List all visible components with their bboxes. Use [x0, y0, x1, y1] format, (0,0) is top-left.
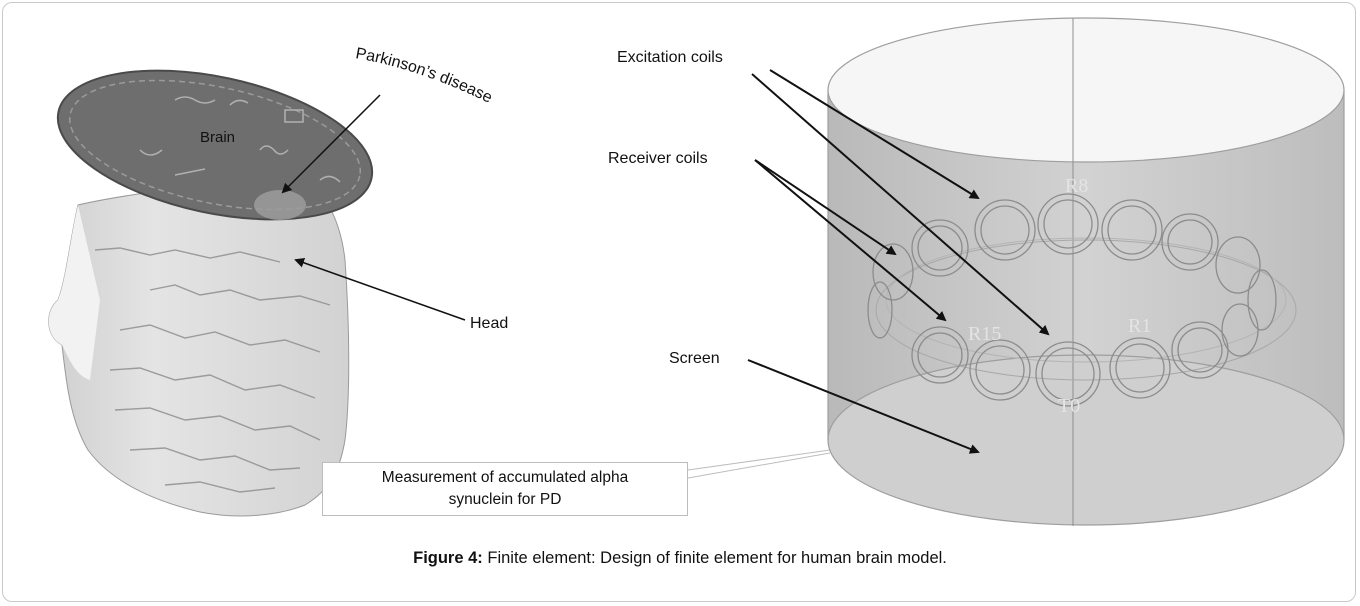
alpha-synuclein-callout: Measurement of accumulated alpha synucle… — [322, 462, 688, 516]
head-label: Head — [470, 315, 508, 332]
callout-connectors — [688, 450, 830, 478]
parkinsons-label-text: Parkinson’s disease — [354, 45, 495, 107]
brain-label: Brain — [200, 129, 235, 146]
callout-line-2: synuclein for PD — [323, 489, 687, 511]
caption-label: Figure 4: — [413, 549, 483, 567]
cylinder-top — [828, 18, 1344, 162]
coil-label-r8: R8 — [1065, 175, 1088, 197]
parkinsons-label: Parkinson’s disease — [354, 45, 495, 107]
callout-line-1: Measurement of accumulated alpha — [323, 467, 687, 489]
excitation-coils-label: Excitation coils — [617, 49, 723, 66]
head-model: Brain Head Parkinson’s disease — [44, 45, 535, 516]
coil-label-t0: T0 — [1058, 395, 1080, 417]
coil-model: R8 R15 R1 T0 Excitation coils Receiver c… — [608, 18, 1344, 526]
pd-lesion — [254, 190, 306, 220]
receiver-coils-label: Receiver coils — [608, 150, 708, 167]
screen-label: Screen — [669, 350, 720, 367]
coil-label-r1: R1 — [1128, 315, 1151, 337]
figure-caption: Figure 4: Finite element: Design of fini… — [0, 549, 1360, 568]
coil-label-r15: R15 — [968, 323, 1001, 345]
caption-text: Finite element: Design of finite element… — [483, 549, 947, 567]
